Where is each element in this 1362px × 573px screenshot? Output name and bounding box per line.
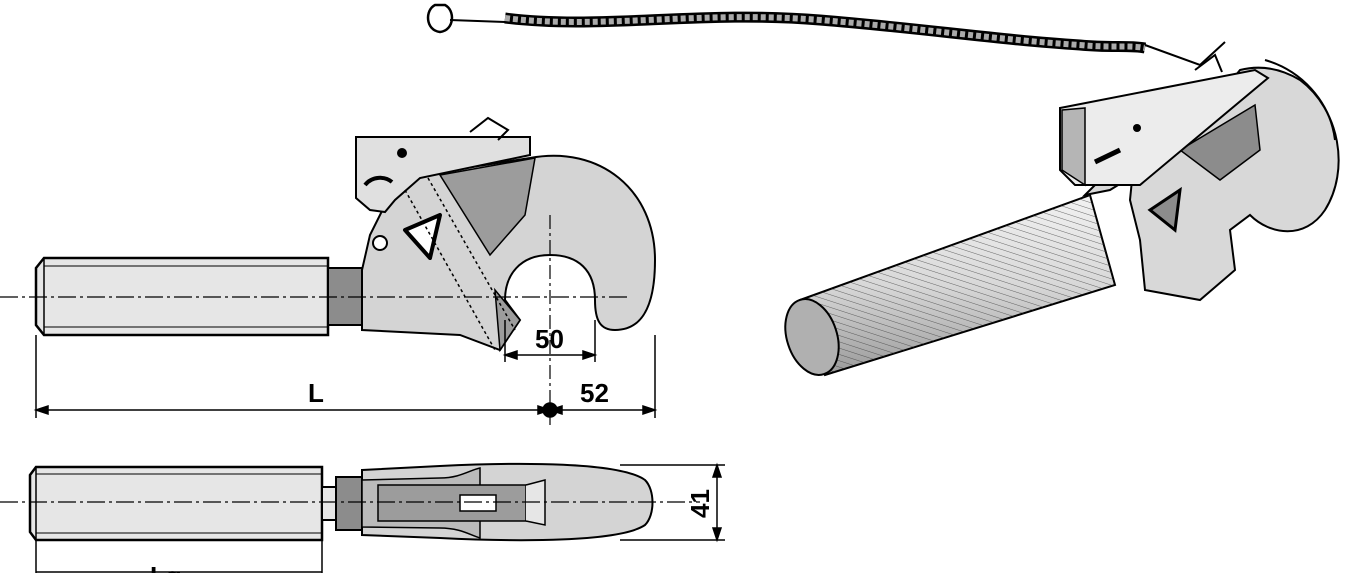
dimension-length	[33, 335, 658, 418]
dimension-label-width: 41	[685, 489, 715, 518]
dimension-label-slot: 50	[535, 324, 564, 354]
top-view: 41 Lg	[0, 462, 725, 573]
hook-body	[355, 116, 657, 353]
hook-3d	[1059, 53, 1340, 302]
dimension-label-thread-length: Lg	[150, 561, 182, 573]
dimension-thread-length	[35, 540, 323, 573]
dimension-slot	[502, 320, 598, 362]
chain	[426, 3, 1226, 67]
threaded-shaft-3d	[784, 193, 1117, 377]
dimension-label-length: L	[308, 378, 324, 408]
dimension-label-offset: 52	[580, 378, 609, 408]
side-view: 50 L 52	[0, 116, 658, 425]
perspective-view	[426, 3, 1340, 377]
dimension-width	[620, 462, 725, 543]
